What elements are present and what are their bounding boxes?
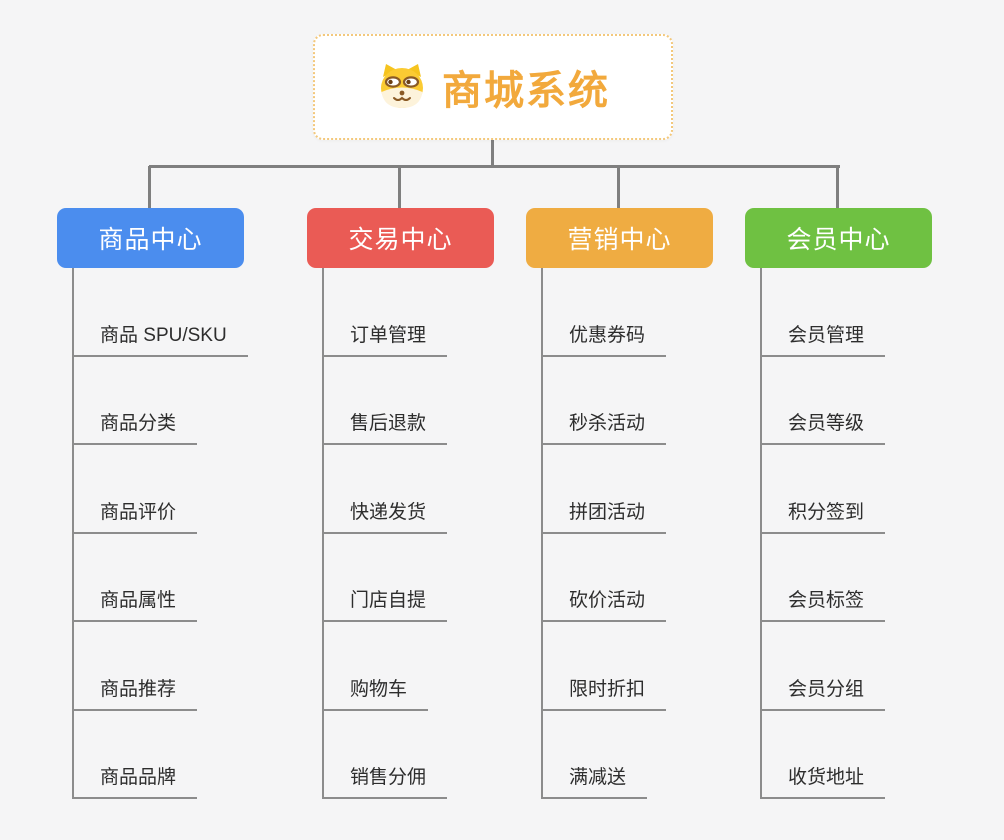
leaf-row: 限时折扣 xyxy=(541,622,667,711)
leaf-row: 订单管理 xyxy=(322,268,448,357)
connector-horizontal xyxy=(149,165,840,168)
leaf-row: 收货地址 xyxy=(760,711,886,799)
leaf-row: 门店自提 xyxy=(322,534,448,622)
leaf-node[interactable]: 商品分类 xyxy=(72,408,198,445)
leaf-row: 满减送 xyxy=(541,711,666,799)
leaf-row: 优惠券码 xyxy=(541,268,667,357)
leaf-node[interactable]: 拼团活动 xyxy=(541,497,667,534)
branch-header-member-center[interactable]: 会员中心 xyxy=(745,208,932,268)
leaf-node[interactable]: 会员等级 xyxy=(760,408,886,445)
leaf-node[interactable]: 订单管理 xyxy=(322,320,448,357)
leaf-row: 商品属性 xyxy=(72,534,248,622)
connector-drop-member xyxy=(836,166,839,212)
leaf-node[interactable]: 秒杀活动 xyxy=(541,408,667,445)
leaf-node[interactable]: 商品品牌 xyxy=(72,762,198,799)
leaf-node[interactable]: 会员管理 xyxy=(760,320,886,357)
leaf-node[interactable]: 快递发货 xyxy=(322,497,448,534)
leaf-row: 会员分组 xyxy=(760,622,886,711)
branch-column-product: 商品 SPU/SKU 商品分类 商品评价 商品属性 商品推荐 商品品牌 xyxy=(72,268,248,799)
leaf-row: 商品分类 xyxy=(72,357,248,445)
leaf-node[interactable]: 收货地址 xyxy=(760,762,886,799)
connector-drop-marketing xyxy=(617,166,620,212)
leaf-node[interactable]: 销售分佣 xyxy=(322,762,448,799)
leaf-row: 购物车 xyxy=(322,622,447,711)
leaf-row: 秒杀活动 xyxy=(541,357,667,445)
leaf-row: 快递发货 xyxy=(322,445,448,534)
leaf-node[interactable]: 商品 SPU/SKU xyxy=(72,320,248,357)
leaf-row: 销售分佣 xyxy=(322,711,448,799)
trunk-trade xyxy=(322,268,324,799)
trunk-product xyxy=(72,268,74,799)
leaf-node[interactable]: 满减送 xyxy=(541,762,648,799)
doge-icon xyxy=(376,63,428,111)
branch-column-member: 会员管理 会员等级 积分签到 会员标签 会员分组 收货地址 xyxy=(760,268,886,799)
leaf-node[interactable]: 商品评价 xyxy=(72,497,198,534)
leaf-row: 拼团活动 xyxy=(541,445,667,534)
leaf-row: 会员标签 xyxy=(760,534,886,622)
leaf-node[interactable]: 优惠券码 xyxy=(541,320,667,357)
branch-column-marketing: 优惠券码 秒杀活动 拼团活动 砍价活动 限时折扣 满减送 xyxy=(541,268,667,799)
leaf-node[interactable]: 会员分组 xyxy=(760,674,886,711)
leaf-node[interactable]: 商品推荐 xyxy=(72,674,198,711)
leaf-node[interactable]: 积分签到 xyxy=(760,497,886,534)
connector-root-stub xyxy=(491,138,494,167)
leaf-row: 商品品牌 xyxy=(72,711,248,799)
leaf-node[interactable]: 限时折扣 xyxy=(541,674,667,711)
branch-header-trade-center[interactable]: 交易中心 xyxy=(307,208,494,268)
leaf-row: 售后退款 xyxy=(322,357,448,445)
connector-drop-trade xyxy=(398,166,401,212)
leaf-row: 商品推荐 xyxy=(72,622,248,711)
leaf-node[interactable]: 售后退款 xyxy=(322,408,448,445)
leaf-row: 积分签到 xyxy=(760,445,886,534)
branch-column-trade: 订单管理 售后退款 快递发货 门店自提 购物车 销售分佣 xyxy=(322,268,448,799)
root-title: 商城系统 xyxy=(442,69,610,113)
leaf-node[interactable]: 会员标签 xyxy=(760,585,886,622)
leaf-node[interactable]: 门店自提 xyxy=(322,585,448,622)
branch-header-marketing-center[interactable]: 营销中心 xyxy=(526,208,713,268)
trunk-member xyxy=(760,268,762,799)
leaf-row: 会员管理 xyxy=(760,268,886,357)
root-node[interactable]: 商城系统 xyxy=(313,34,673,140)
trunk-marketing xyxy=(541,268,543,799)
leaf-row: 会员等级 xyxy=(760,357,886,445)
leaf-row: 商品评价 xyxy=(72,445,248,534)
leaf-node[interactable]: 商品属性 xyxy=(72,585,198,622)
leaf-row: 砍价活动 xyxy=(541,534,667,622)
leaf-row: 商品 SPU/SKU xyxy=(72,268,248,357)
leaf-node[interactable]: 购物车 xyxy=(322,674,429,711)
branch-header-product-center[interactable]: 商品中心 xyxy=(57,208,244,268)
leaf-node[interactable]: 砍价活动 xyxy=(541,585,667,622)
connector-drop-product xyxy=(148,166,151,212)
